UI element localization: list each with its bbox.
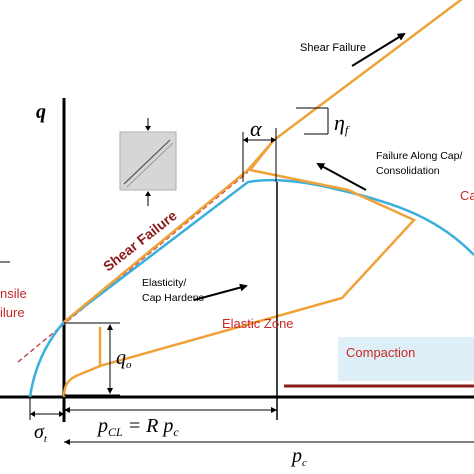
eta-f-label: ηf bbox=[334, 110, 350, 137]
qo-arrow-bottom bbox=[107, 388, 113, 394]
arrow-cap-consolidation bbox=[316, 163, 367, 191]
pcl-equation-label: pCL = R pc bbox=[96, 415, 179, 439]
compaction-region bbox=[338, 337, 474, 381]
sigma-arrow-right bbox=[59, 411, 64, 417]
arrow-elasticity bbox=[193, 283, 248, 301]
cap-partial-label: Ca bbox=[460, 188, 474, 203]
elastic-zone-label: Elastic Zone bbox=[222, 316, 294, 331]
pcl-arrow-left bbox=[64, 407, 70, 413]
alpha-label: α bbox=[250, 116, 262, 141]
specimen-shear-plane bbox=[123, 139, 171, 185]
qo-arrow-top bbox=[107, 324, 113, 330]
specimen-load-top-head bbox=[145, 126, 151, 131]
failure-along-cap-label-2: Consolidation bbox=[376, 165, 440, 177]
alpha-arrow-left bbox=[243, 137, 248, 143]
pc-label: pc bbox=[290, 445, 307, 469]
pc-arrow-left bbox=[64, 439, 70, 445]
cap-curve bbox=[28, 178, 474, 398]
alpha-arrow-right bbox=[271, 137, 276, 143]
tensile-label-2: ilure bbox=[0, 305, 25, 320]
qo-label: qo bbox=[116, 347, 132, 371]
tensile-label-1: nsile bbox=[0, 286, 27, 301]
compaction-label: Compaction bbox=[346, 345, 415, 360]
elasticity-label-2: Cap Hardens bbox=[142, 292, 204, 304]
sigma-arrow-left bbox=[30, 411, 35, 417]
sigma-t-label: σt bbox=[34, 421, 48, 445]
elasticity-label-1: Elasticity/ bbox=[142, 277, 186, 289]
specimen-load-bottom-head bbox=[145, 191, 151, 196]
failure-along-cap-label-1: Failure Along Cap/ bbox=[376, 150, 462, 162]
q-axis-label: q bbox=[36, 101, 46, 123]
arrow-shear-failure bbox=[351, 32, 406, 67]
pcl-arrow-right bbox=[271, 407, 277, 413]
specimen-shear-plane-2 bbox=[126, 142, 174, 188]
shear-failure-top-label: Shear Failure bbox=[300, 42, 366, 54]
loading-path bbox=[62, 139, 417, 398]
